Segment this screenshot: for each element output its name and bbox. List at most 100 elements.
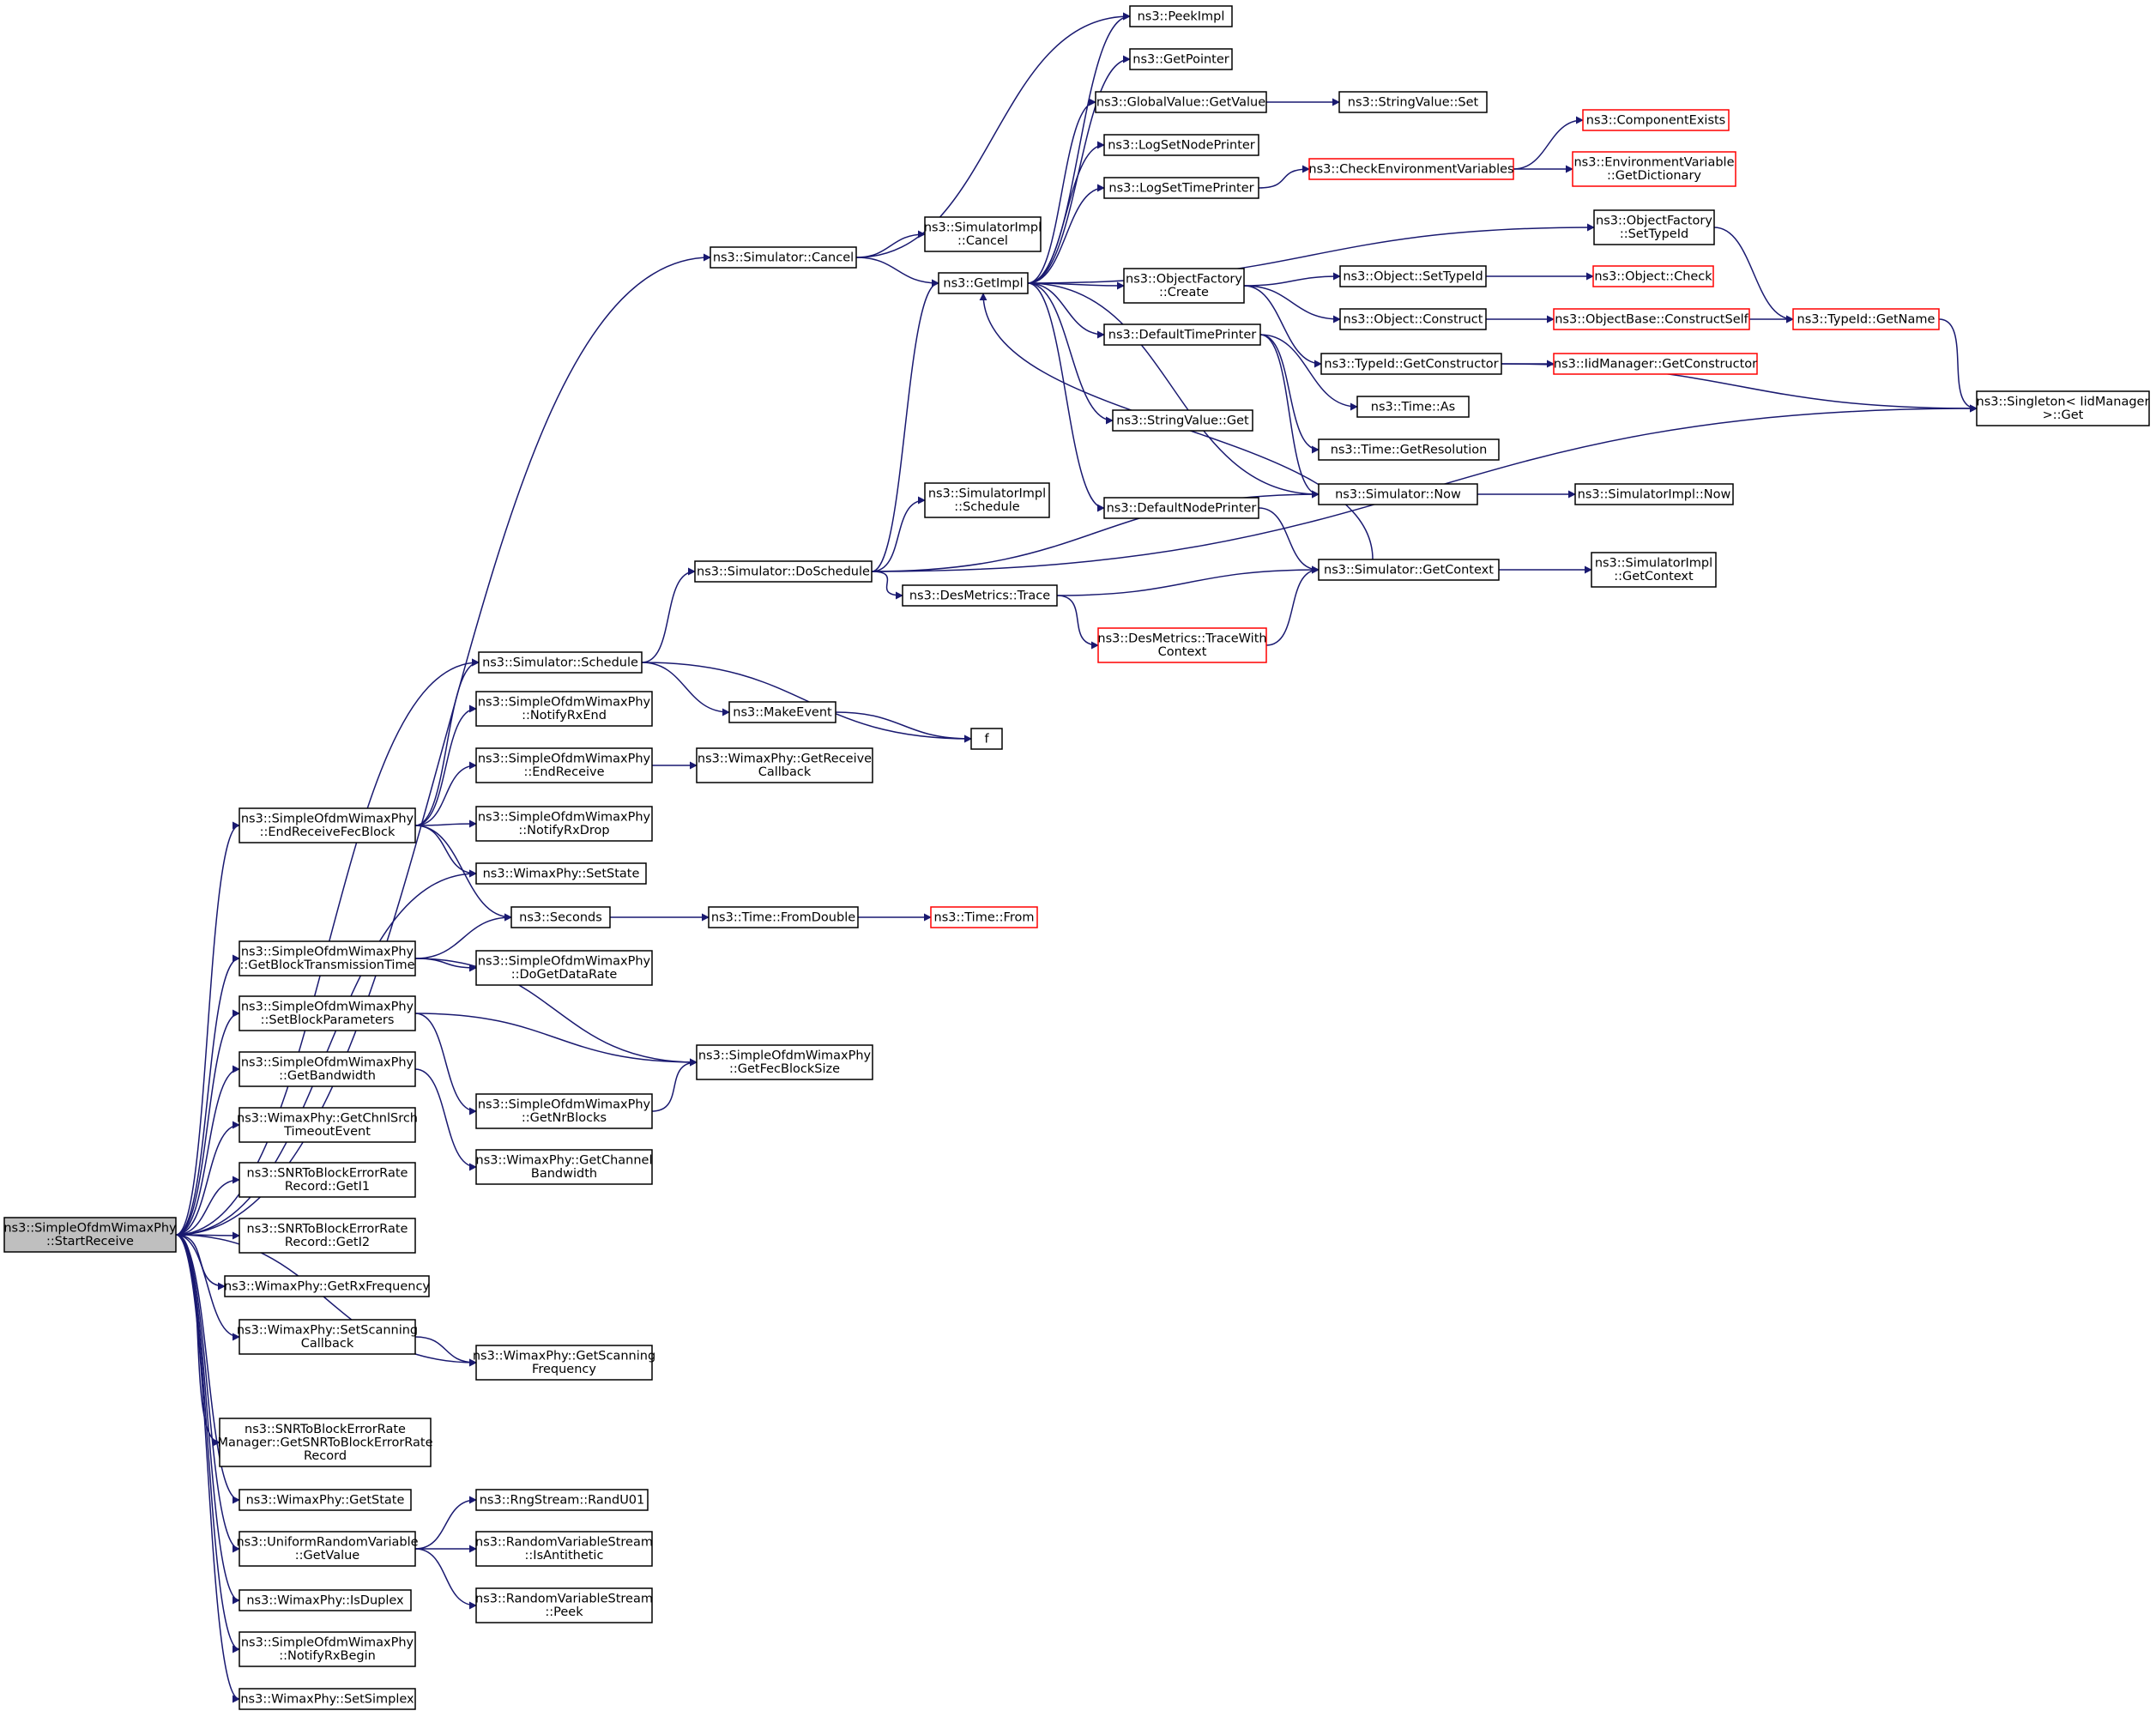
node-getstate[interactable]: ns3::WimaxPhy::GetState: [239, 1489, 412, 1511]
node-label: ns3::Object::Construct: [1344, 312, 1483, 326]
node-isantithetic[interactable]: ns3::RandomVariableStream::IsAntithetic: [475, 1531, 653, 1567]
node-simimpl_sched[interactable]: ns3::SimulatorImpl::Schedule: [924, 482, 1050, 518]
node-typeid_getname[interactable]: ns3::TypeId::GetName: [1792, 308, 1940, 330]
node-endrecvfec[interactable]: ns3::SimpleOfdmWimaxPhy::EndReceiveFecBl…: [239, 807, 416, 843]
node-fromdouble[interactable]: ns3::Time::FromDouble: [708, 906, 859, 928]
node-label: ::SetTypeId: [1620, 227, 1688, 241]
node-box: [696, 1044, 873, 1080]
node-label: ns3::Simulator::GetContext: [1324, 563, 1494, 577]
node-iidmgr_getctor[interactable]: ns3::IidManager::GetConstructor: [1553, 353, 1758, 375]
node-box: [475, 950, 653, 986]
node-simimpl_getctx[interactable]: ns3::SimulatorImpl::GetContext: [1591, 552, 1717, 588]
node-defnodeprinter[interactable]: ns3::DefaultNodePrinter: [1103, 497, 1259, 519]
node-getrxfreq[interactable]: ns3::WimaxPhy::GetRxFrequency: [224, 1275, 430, 1297]
node-sim_sched[interactable]: ns3::Simulator::Schedule: [478, 651, 643, 674]
node-typeid_getctor[interactable]: ns3::TypeId::GetConstructor: [1320, 353, 1502, 375]
node-deftimeprinter[interactable]: ns3::DefaultTimePrinter: [1103, 323, 1261, 346]
node-desm_trace[interactable]: ns3::DesMetrics::Trace: [902, 584, 1058, 607]
edge-getblocktx-to-seconds: [414, 913, 512, 959]
node-strval_get[interactable]: ns3::StringValue::Get: [1112, 409, 1253, 432]
node-notifyrxend[interactable]: ns3::SimpleOfdmWimaxPhy::NotifyRxEnd: [475, 691, 653, 727]
node-seconds[interactable]: ns3::Seconds: [510, 906, 611, 928]
node-logsetnode[interactable]: ns3::LogSetNodePrinter: [1103, 134, 1259, 156]
edge-start-to-urv_getvalue: [175, 1234, 240, 1553]
edge-sim_dosched-to-getimpl: [871, 279, 939, 572]
node-label: ns3::ObjectBase::ConstructSelf: [1555, 312, 1748, 326]
node-label: ns3::SimpleOfdmWimaxPhy: [241, 813, 414, 826]
node-box: [239, 1218, 416, 1254]
node-f[interactable]: f: [970, 728, 1003, 750]
node-logsettime[interactable]: ns3::LogSetTimePrinter: [1103, 177, 1259, 199]
node-label: ns3::SimulatorImpl: [1595, 557, 1712, 571]
node-label: Record: [304, 1449, 347, 1463]
node-sim_dosched[interactable]: ns3::Simulator::DoSchedule: [694, 560, 873, 583]
node-gv_getvalue[interactable]: ns3::GlobalValue::GetValue: [1095, 91, 1267, 113]
node-time_getres[interactable]: ns3::Time::GetResolution: [1318, 438, 1500, 461]
node-obj_settypeid[interactable]: ns3::Object::SetTypeId: [1339, 265, 1487, 287]
node-simimpl_now[interactable]: ns3::SimulatorImpl::Now: [1574, 483, 1734, 505]
node-getfecblocksize[interactable]: ns3::SimpleOfdmWimaxPhy::GetFecBlockSize: [696, 1044, 873, 1080]
edge-cancel-to-getimpl: [855, 257, 939, 287]
node-sim_now[interactable]: ns3::Simulator::Now: [1318, 483, 1478, 505]
node-objbase_cs[interactable]: ns3::ObjectBase::ConstructSelf: [1553, 308, 1750, 330]
node-label: ns3::SimpleOfdmWimaxPhy: [698, 1049, 872, 1063]
node-getbandwidth[interactable]: ns3::SimpleOfdmWimaxPhy::GetBandwidth: [239, 1051, 416, 1087]
node-notifyrxdrop[interactable]: ns3::SimpleOfdmWimaxPhy::NotifyRxDrop: [475, 806, 653, 842]
call-edges: [175, 12, 1978, 1703]
node-dogetdatarate[interactable]: ns3::SimpleOfdmWimaxPhy::DoGetDataRate: [475, 950, 653, 986]
node-of_settypeid[interactable]: ns3::ObjectFactory::SetTypeId: [1593, 209, 1715, 245]
node-label: ns3::ObjectFactory: [1126, 273, 1242, 287]
node-urv_getvalue[interactable]: ns3::UniformRandomVariable::GetValue: [236, 1531, 419, 1567]
edge-getimpl-to-logsettime: [1027, 184, 1105, 284]
node-sim_getctx[interactable]: ns3::Simulator::GetContext: [1318, 559, 1500, 581]
node-getblocktx[interactable]: ns3::SimpleOfdmWimaxPhy::GetBlockTransmi…: [239, 940, 416, 976]
node-time_from[interactable]: ns3::Time::From: [930, 906, 1038, 928]
node-label: ::EndReceive: [523, 765, 604, 779]
node-time_as[interactable]: ns3::Time::As: [1356, 396, 1470, 418]
node-box: [475, 1489, 649, 1511]
node-checkenv[interactable]: ns3::CheckEnvironmentVariables: [1308, 158, 1514, 180]
node-label: ns3::SimulatorImpl: [928, 487, 1046, 501]
node-endreceive[interactable]: ns3::SimpleOfdmWimaxPhy::EndReceive: [475, 747, 653, 783]
node-notifyrxbegin[interactable]: ns3::SimpleOfdmWimaxPhy::NotifyRxBegin: [239, 1631, 416, 1667]
node-cancel[interactable]: ns3::Simulator::Cancel: [710, 246, 857, 269]
node-label: ns3::Simulator::DoSchedule: [697, 565, 870, 578]
node-compexists[interactable]: ns3::ComponentExists: [1582, 109, 1730, 131]
node-getpointer[interactable]: ns3::GetPointer: [1129, 48, 1233, 70]
node-getimpl[interactable]: ns3::GetImpl: [938, 272, 1029, 294]
node-getsnrrecord[interactable]: ns3::SNRToBlockErrorRateManager::GetSNRT…: [217, 1418, 433, 1467]
node-setstate[interactable]: ns3::WimaxPhy::SetState: [475, 862, 647, 885]
node-isduplex[interactable]: ns3::WimaxPhy::IsDuplex: [239, 1589, 412, 1611]
node-peekimpl[interactable]: ns3::PeekImpl: [1129, 5, 1233, 27]
node-strval_set[interactable]: ns3::StringValue::Set: [1338, 91, 1488, 113]
node-peek[interactable]: ns3::RandomVariableStream::Peek: [475, 1587, 653, 1623]
node-box: [924, 482, 1050, 518]
node-start[interactable]: ns3::SimpleOfdmWimaxPhy::StartReceive: [3, 1217, 177, 1253]
node-makeevent[interactable]: ns3::MakeEvent: [728, 701, 836, 723]
node-box: [1318, 438, 1500, 461]
node-getnrblocks[interactable]: ns3::SimpleOfdmWimaxPhy::GetNrBlocks: [475, 1093, 653, 1129]
edge-desm_trace-to-sim_getctx: [1056, 565, 1320, 596]
node-singleton_get[interactable]: ns3::Singleton< IidManager>::Get: [1976, 390, 2150, 426]
node-label: Callback: [758, 765, 812, 779]
node-envdict[interactable]: ns3::EnvironmentVariable::GetDictionary: [1572, 151, 1736, 187]
node-setsimplex[interactable]: ns3::WimaxPhy::SetSimplex: [239, 1688, 416, 1710]
node-obj_construct[interactable]: ns3::Object::Construct: [1339, 308, 1487, 330]
node-randu01[interactable]: ns3::RngStream::RandU01: [475, 1489, 649, 1511]
node-of_create[interactable]: ns3::ObjectFactory::Create: [1123, 268, 1245, 304]
node-obj_check[interactable]: ns3::Object::Check: [1592, 265, 1714, 287]
node-setblockparams[interactable]: ns3::SimpleOfdmWimaxPhy::SetBlockParamet…: [239, 995, 416, 1031]
edge-getimpl-to-sim_now: [1027, 282, 1320, 499]
edge-start-to-getblocktx: [175, 954, 240, 1236]
node-label: ns3::Simulator::Cancel: [713, 251, 854, 264]
node-simimpl_cancel[interactable]: ns3::SimulatorImpl::Cancel: [924, 216, 1042, 252]
node-box: [902, 584, 1058, 607]
